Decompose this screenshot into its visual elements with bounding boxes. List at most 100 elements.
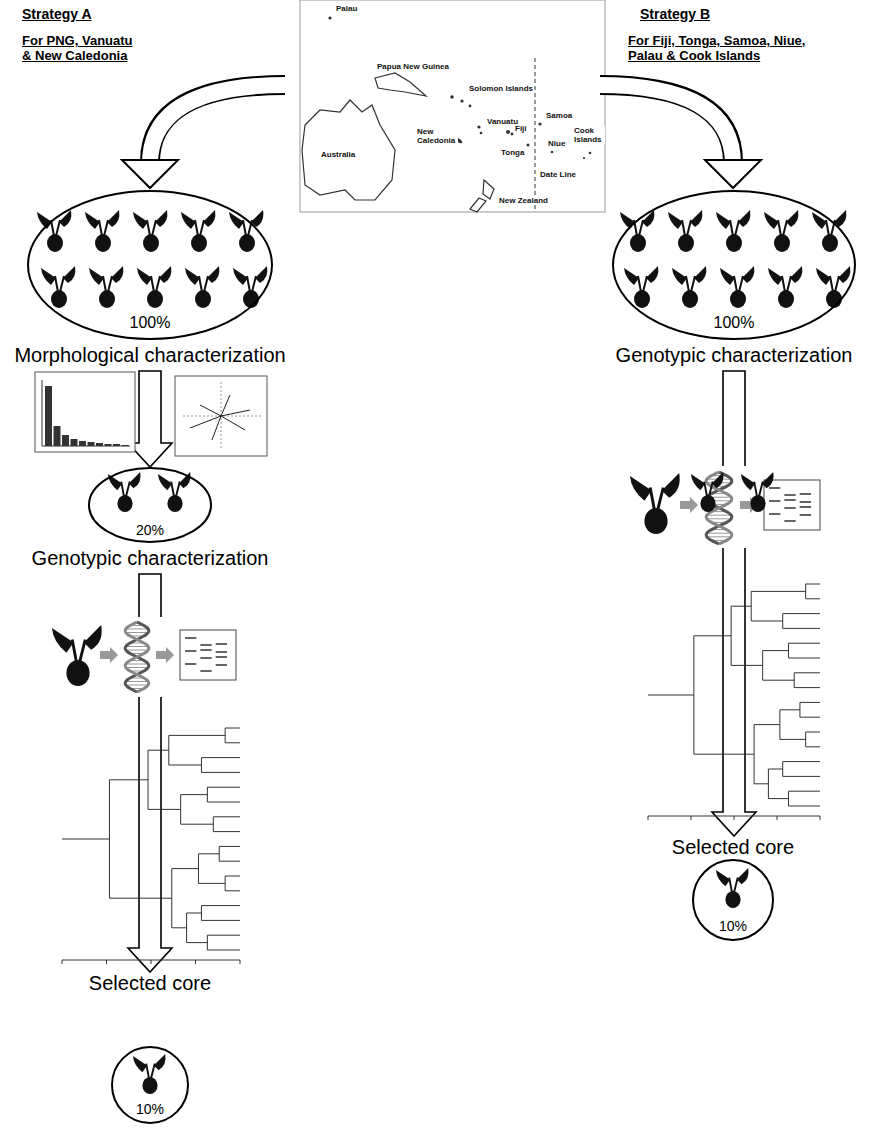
taro-plant — [672, 266, 706, 308]
drawing-stroke — [764, 480, 820, 530]
drawing-stroke — [185, 650, 196, 652]
drawing-stroke — [678, 234, 694, 252]
taro-plant — [816, 266, 850, 308]
drawing-stroke — [769, 487, 780, 489]
map-label: Date Line — [539, 170, 577, 179]
drawing-stroke — [185, 663, 196, 665]
flow-arrow — [712, 371, 756, 836]
map-label: Solomon Islands — [468, 84, 534, 93]
drawing-stroke — [207, 266, 219, 283]
drawing-stroke — [221, 395, 230, 416]
drawing-stroke — [788, 643, 820, 658]
drawing-stroke — [240, 960, 241, 964]
drawing-stroke — [762, 472, 774, 488]
drawing-stroke — [158, 474, 172, 490]
drawing-stroke — [63, 266, 75, 283]
drawing-stroke — [725, 891, 740, 908]
drawing-stroke — [133, 1056, 147, 1072]
drawing-stroke — [742, 266, 754, 283]
drawing-stroke — [51, 220, 60, 236]
drawing-stroke — [784, 499, 795, 501]
drawing-stroke — [45, 386, 52, 446]
drawing-stroke — [778, 290, 794, 308]
drawing-stroke — [737, 868, 749, 884]
drawing-stroke — [686, 276, 695, 292]
drawing-stroke — [648, 695, 694, 696]
drawing-stroke — [105, 444, 112, 446]
drawing-stroke — [768, 769, 788, 799]
drawing-stroke — [480, 132, 483, 135]
drawing-stroke — [720, 268, 735, 285]
percent-label: 10% — [719, 918, 747, 934]
drawing-stroke — [167, 495, 182, 512]
drawing-stroke — [704, 482, 713, 497]
strategy-heading: Strategy B — [640, 6, 710, 22]
drawing-stroke — [774, 234, 790, 252]
drawing-stroke — [769, 500, 780, 502]
drawing-stroke — [794, 673, 820, 688]
map-label: New Zealand — [498, 196, 549, 205]
step-caption: Selected core — [89, 972, 211, 995]
drawing-stroke — [729, 878, 738, 893]
drawing-stroke — [103, 276, 112, 292]
population-ellipse: 100%Genotypic characterization — [611, 190, 857, 371]
drawing-stroke — [195, 290, 211, 308]
drawing-stroke — [121, 482, 130, 497]
drawing-stroke — [751, 591, 805, 621]
taro-plant — [768, 266, 802, 308]
drawing-stroke — [185, 268, 200, 285]
drawing-stroke — [726, 234, 742, 252]
drawing-stroke — [644, 508, 667, 534]
region-map — [300, 0, 605, 212]
taro-plant — [85, 210, 119, 252]
drawing-stroke — [511, 133, 514, 136]
drawing-stroke — [126, 681, 149, 682]
drawing-stroke — [126, 664, 149, 665]
genotyping-backdrop — [628, 466, 828, 548]
drawing-stroke — [85, 212, 100, 229]
drawing-stroke — [143, 234, 159, 252]
drawing-stroke — [219, 846, 240, 861]
drawing-stroke — [117, 495, 132, 512]
drawing-stroke — [691, 474, 705, 490]
drawing-stroke — [200, 644, 211, 646]
taro-plant — [764, 210, 798, 252]
drawing-stroke — [175, 376, 267, 456]
drawing-stroke — [750, 495, 765, 512]
drawing-stroke — [783, 762, 820, 777]
drawing-stroke — [800, 506, 811, 508]
drawing-stroke — [225, 728, 240, 743]
percent-label: 100% — [130, 314, 171, 332]
drawing-stroke — [630, 476, 652, 501]
drawing-stroke — [598, 85, 733, 164]
drawing-stroke — [768, 268, 783, 285]
taro-plant — [52, 625, 102, 686]
drawing-stroke — [122, 445, 129, 446]
drawing-stroke — [212, 416, 221, 440]
drawing-stroke — [646, 266, 658, 283]
drawing-stroke — [780, 710, 806, 740]
drawing-stroke — [638, 276, 647, 292]
drawing-stroke — [216, 664, 227, 666]
drawing-stroke — [216, 643, 227, 645]
drawing-stroke — [229, 212, 244, 229]
drawing-stroke — [66, 660, 89, 686]
drawing-stroke — [788, 791, 820, 806]
drawing-stroke — [203, 210, 215, 227]
island-dots — [328, 16, 591, 159]
step-caption: Genotypic characterization — [32, 547, 269, 570]
map-label: Fiji — [514, 124, 528, 133]
drawing-stroke — [460, 99, 463, 102]
drawing-stroke — [147, 220, 156, 236]
drawing-stroke — [126, 632, 149, 633]
population-ellipse: 100%Morphological characterization — [27, 190, 273, 371]
drawing-stroke — [201, 906, 240, 921]
drawing-stroke — [122, 160, 178, 188]
drawing-stroke — [55, 276, 64, 292]
drawing-stroke — [707, 533, 732, 534]
drawing-stroke — [151, 276, 160, 292]
drawing-stroke — [800, 493, 811, 495]
drawing-stroke — [84, 625, 102, 650]
drawing-stroke — [47, 234, 63, 252]
drawing-stroke — [741, 474, 755, 490]
